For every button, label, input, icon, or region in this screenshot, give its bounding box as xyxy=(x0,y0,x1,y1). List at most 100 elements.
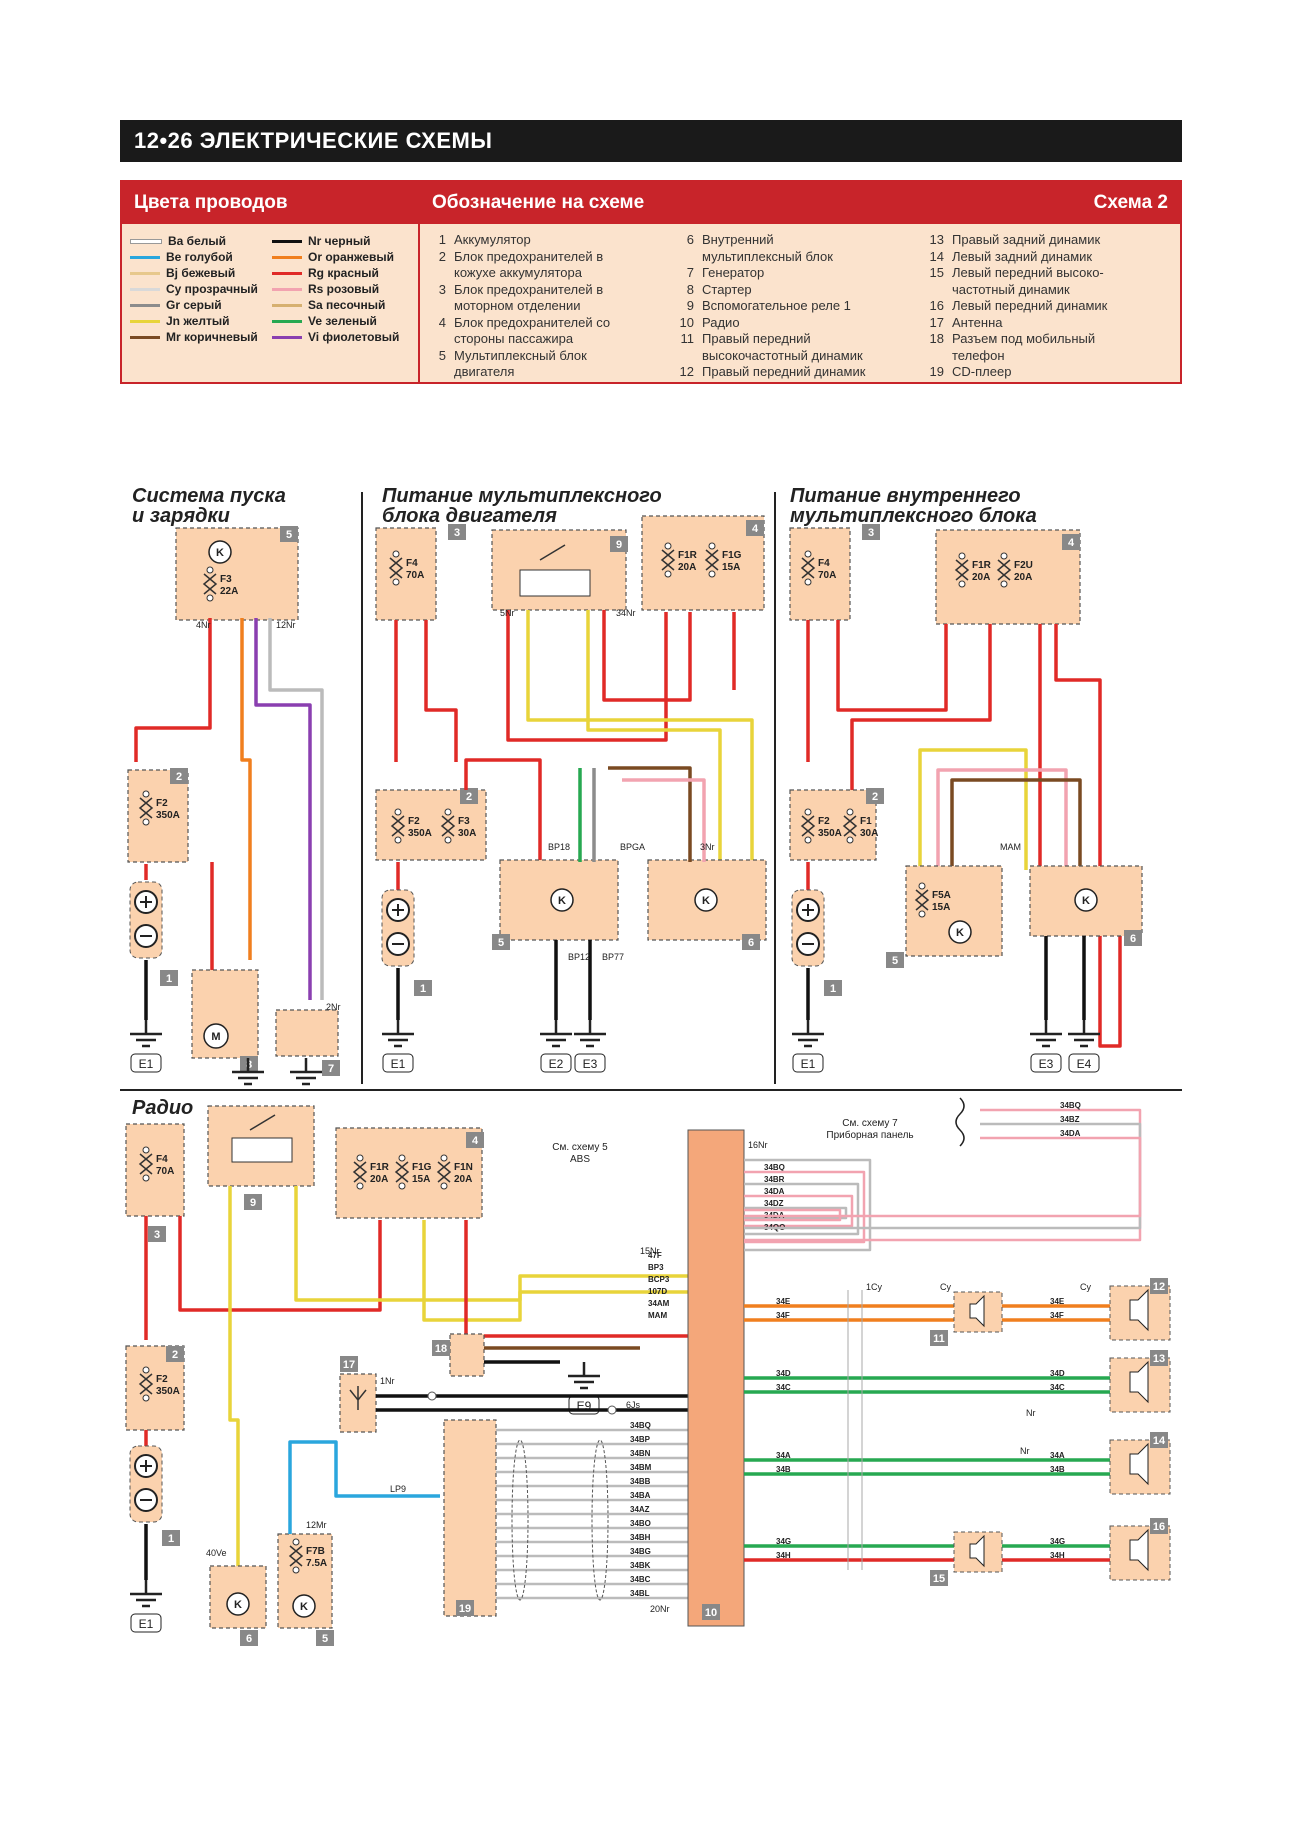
component-label: Разъем под мобильный xyxy=(952,331,1096,346)
component-number-tag xyxy=(702,1604,720,1620)
speaker-wire-code: 34F xyxy=(776,1311,790,1320)
component-number-tag xyxy=(1150,1518,1168,1534)
wire-code: Nr xyxy=(1026,1408,1036,1418)
speaker-icon xyxy=(1129,1528,1149,1572)
wire-color-swatch xyxy=(272,240,302,244)
component-label: двигателя xyxy=(454,364,515,379)
fuse-box-engine xyxy=(125,1123,185,1217)
component-number: 1 xyxy=(830,983,836,995)
component-number-tag xyxy=(414,980,432,996)
component-number-tag xyxy=(886,952,904,968)
speaker-wire-code: 34A xyxy=(1050,1451,1065,1460)
fuse-terminal xyxy=(142,1366,150,1374)
fuse-rating: 350A xyxy=(156,1386,180,1397)
wire-color-swatch xyxy=(272,272,302,276)
bundle-wire xyxy=(744,1206,848,1220)
wire-red xyxy=(850,624,992,790)
section-title-internal-unit: Питание внутреннего мультиплексного блок… xyxy=(790,486,1037,526)
wire-orange xyxy=(240,618,252,960)
fuse-rating: 15A xyxy=(932,902,950,913)
wire-color-item: Gr серый xyxy=(130,298,222,312)
radio-pin-code: 107D xyxy=(648,1287,667,1296)
component-label: Блок предохранителей со xyxy=(454,314,611,330)
radio-pin-code: 34BR xyxy=(764,1175,785,1184)
fuse-f4 xyxy=(800,557,816,579)
wire-color-item: Be голубой xyxy=(130,250,233,264)
component-label: Правый передний динамик xyxy=(702,364,866,379)
radio-pin-code: BCP3 xyxy=(648,1275,670,1284)
component-number: 9 xyxy=(250,1197,256,1209)
component-item: двигателя xyxy=(422,364,514,379)
fuse-terminal xyxy=(356,1182,364,1190)
speaker-wire-code: 34H xyxy=(1050,1551,1065,1560)
wire-code: 4Nr xyxy=(196,620,211,630)
fuse-terminal xyxy=(708,542,716,550)
alternator xyxy=(275,1009,339,1057)
section-title-line: Питание мультиплексного xyxy=(382,485,662,507)
component-number-tag xyxy=(460,788,478,804)
fuse-label: F2 xyxy=(156,1374,168,1385)
fuse-box-engine xyxy=(789,527,851,621)
wire-code: BP77 xyxy=(602,952,624,962)
wire-color-label: Or оранжевый xyxy=(308,250,394,264)
section-title-line: мультиплексного блока xyxy=(790,505,1037,527)
component-label: Радио xyxy=(702,314,740,330)
fuse-terminal xyxy=(394,836,402,844)
fuse-rating: 20A xyxy=(678,562,696,573)
radio-unit xyxy=(687,1129,745,1627)
fuse-rating: 350A xyxy=(408,828,432,839)
fuse-terminal xyxy=(206,594,214,602)
fuse-rating: 350A xyxy=(156,810,180,821)
fuse-label: F1R xyxy=(370,1162,390,1173)
component-item: высокочастотный динамик xyxy=(670,348,863,363)
wire-code: 20Nr xyxy=(650,1604,670,1614)
component-label: Левый передний динамик xyxy=(952,298,1108,313)
component-number: 3 xyxy=(868,527,874,539)
note: ABS xyxy=(570,1154,590,1165)
fuse-terminal xyxy=(804,808,812,816)
radio-pin-code: 34DA xyxy=(764,1187,785,1196)
fuse-terminal xyxy=(292,1566,300,1574)
fuse-rating: 20A xyxy=(454,1174,472,1185)
wire-code: 1Cy xyxy=(866,1282,883,1292)
component-number-tag xyxy=(162,1530,180,1546)
component-number: 18 xyxy=(435,1343,447,1355)
component-number: 14 xyxy=(929,248,944,264)
wire-code: 40Ve xyxy=(206,1548,227,1558)
wire-color-item: Or оранжевый xyxy=(272,250,394,264)
cd-wire-code: 34AZ xyxy=(630,1505,650,1514)
component-number: 3 xyxy=(154,1229,160,1241)
wire-color-label: Ve зеленый xyxy=(308,314,377,328)
cd-wire-code: 34BB xyxy=(630,1477,651,1486)
wire-yellow xyxy=(918,748,1028,870)
component-number: 3 xyxy=(454,527,460,539)
component-number: 10 xyxy=(705,1607,717,1619)
cd-wire-code: 34BL xyxy=(630,1589,650,1598)
bundle-wire xyxy=(744,1170,866,1244)
unit-glyph: K xyxy=(300,1601,308,1613)
unit-glyph: K xyxy=(558,895,566,907)
component-number: 16 xyxy=(929,298,944,313)
component-number: 5 xyxy=(498,937,504,949)
ground-tag xyxy=(130,1053,162,1073)
fuse-label: F1 xyxy=(860,816,872,827)
fuse-terminal xyxy=(1000,580,1008,588)
cd-wire-code: 34BO xyxy=(630,1519,651,1528)
bundle-wire xyxy=(744,1158,872,1252)
wire-white xyxy=(268,618,324,1000)
fuse-terminal xyxy=(206,566,214,574)
ground-icon xyxy=(130,1580,162,1608)
component-number: 13 xyxy=(929,232,944,247)
fuse-f1r xyxy=(954,559,970,581)
fuse-terminal xyxy=(804,550,812,558)
wire-code: 5Nr xyxy=(500,608,515,618)
component-label: высокочастотный динамик xyxy=(702,347,863,363)
fuse-f2 xyxy=(800,815,816,837)
fuse-label: F2 xyxy=(408,816,420,827)
wire-color-item: Rg красный xyxy=(272,266,379,280)
shield-marker xyxy=(591,1439,609,1601)
